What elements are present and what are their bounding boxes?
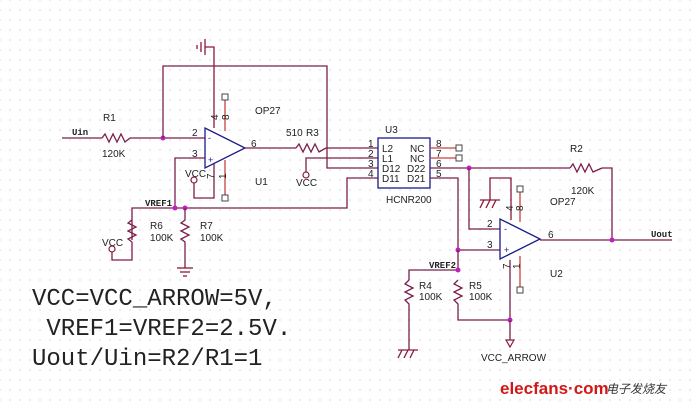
- u3-pin1-name: L2: [382, 144, 394, 155]
- u2-pin8-terminal[interactable]: [516, 185, 524, 193]
- vref2-label: VREF2: [429, 261, 456, 271]
- resistor-r7[interactable]: [179, 208, 191, 268]
- optocoupler-u3[interactable]: [377, 137, 431, 189]
- uin-label: Uin: [72, 128, 88, 138]
- vcc-arrow-label: VCC_ARROW: [481, 353, 547, 364]
- u3-pin3-name: D12: [382, 164, 401, 175]
- u2-part: OP27: [550, 197, 576, 208]
- u3-ref: U3: [385, 125, 398, 136]
- ground-symbol-r4: [397, 349, 418, 359]
- u1-pin8-terminal[interactable]: [221, 93, 229, 101]
- u1-pin1-num: 1: [218, 173, 229, 179]
- u1-pin2-num: 2: [192, 128, 198, 139]
- watermark-brand: elecfans·com: [500, 379, 609, 398]
- u1-pin3-num: 3: [192, 149, 198, 160]
- u3-pin8-terminal[interactable]: [455, 144, 463, 152]
- r2-value: 120K: [571, 186, 595, 197]
- r4-value: 100K: [419, 292, 443, 303]
- r7-value: 100K: [200, 233, 224, 244]
- u1-pin6-num: 6: [251, 139, 257, 150]
- resistor-r4[interactable]: [403, 279, 415, 350]
- svg-text:+: +: [208, 155, 213, 165]
- r3-value: 510: [286, 128, 303, 139]
- u3-pin4-name: D11: [382, 174, 400, 185]
- u2-ref: U2: [550, 269, 563, 280]
- u2-pin4-num: 4: [505, 205, 516, 211]
- vcc-terminal-u3: [302, 171, 310, 179]
- r2-ref: R2: [570, 144, 583, 155]
- u3-pin4-num: 4: [368, 169, 374, 180]
- u2-pin7-num: 7: [502, 263, 513, 269]
- svg-text:-: -: [208, 133, 211, 143]
- vref1-label: VREF1: [145, 199, 173, 209]
- u1-pin8-num: 8: [221, 114, 232, 120]
- watermark: elecfans·com 电子发烧友: [500, 379, 668, 398]
- u3-part: HCNR200: [386, 195, 432, 206]
- u2-pin2-num: 2: [487, 219, 493, 230]
- resistor-r6[interactable]: [126, 219, 138, 243]
- u3-pin2-num: 2: [368, 149, 374, 160]
- resistor-r5[interactable]: [452, 279, 510, 321]
- u3-pin2-name: L1: [382, 154, 394, 165]
- u3-pin8-name: NC: [410, 144, 424, 155]
- u1-ref: U1: [255, 177, 268, 188]
- u3-pin3-num: 3: [368, 159, 374, 170]
- u3-vcc-label: VCC: [296, 178, 317, 189]
- u2-pin6-num: 6: [548, 230, 554, 241]
- junction-dot: [455, 267, 461, 273]
- u2-pin1-num: 1: [512, 263, 523, 269]
- resistor-r3[interactable]: [295, 142, 327, 154]
- ground-symbol-u2: [479, 199, 500, 209]
- r6-value: 100K: [150, 233, 174, 244]
- vcc-terminal-r6: [108, 245, 116, 253]
- u3-pin7-name: NC: [410, 154, 424, 165]
- r4-ref: R4: [419, 281, 432, 292]
- u3-pin7-terminal[interactable]: [455, 154, 463, 162]
- opamp-u2[interactable]: - +: [499, 217, 542, 261]
- u3-pin7-num: 7: [436, 149, 442, 160]
- note-line-1: VCC=VCC_ARROW=5V,: [32, 286, 277, 313]
- u3-pin6-num: 6: [436, 159, 442, 170]
- u3-pin6-name: D22: [407, 164, 426, 175]
- u3-pin5-name: D21: [407, 174, 426, 185]
- watermark-cn: 电子发烧友: [606, 382, 668, 396]
- u2-pin3-num: 3: [487, 240, 493, 251]
- junction-dot: [172, 205, 178, 211]
- u1-part: OP27: [255, 106, 281, 117]
- resistor-r2[interactable]: [569, 162, 603, 174]
- svg-text:+: +: [504, 245, 509, 255]
- vcc-arrow-symbol: [504, 339, 516, 349]
- opamp-u1[interactable]: - +: [204, 126, 247, 170]
- r5-ref: R5: [469, 281, 482, 292]
- r1-ref: R1: [103, 113, 116, 124]
- r7-ref: R7: [200, 221, 213, 232]
- u1-pin7-num: 7: [206, 173, 217, 179]
- r3-ref: R3: [306, 128, 319, 139]
- u2-pin8-num: 8: [515, 205, 526, 211]
- r5-value: 100K: [469, 292, 493, 303]
- r6-ref: R6: [150, 221, 163, 232]
- vcc-terminal-u1: [190, 176, 198, 184]
- u3-pin1-num: 1: [368, 139, 374, 150]
- u2-pin1-terminal[interactable]: [516, 286, 524, 294]
- u3-pin5-num: 5: [436, 169, 442, 180]
- ground-symbol-r7: [177, 267, 193, 277]
- u1-vcc-label: VCC: [185, 169, 206, 180]
- u1-pin1-terminal[interactable]: [221, 194, 229, 202]
- ground-symbol-u1: [196, 39, 215, 128]
- resistor-r1[interactable]: [101, 132, 131, 144]
- note-line-2: VREF1=VREF2=2.5V.: [32, 316, 291, 343]
- junction-dot: [609, 237, 615, 243]
- r6-vcc-label: VCC: [102, 238, 123, 249]
- u1-pin4-num: 4: [210, 114, 221, 120]
- r1-value: 120K: [102, 149, 126, 160]
- uout-label: Uout: [651, 230, 673, 240]
- u3-pin8-num: 8: [436, 139, 442, 150]
- note-line-3: Uout/Uin=R2/R1=1: [32, 346, 262, 373]
- svg-text:-: -: [504, 224, 507, 234]
